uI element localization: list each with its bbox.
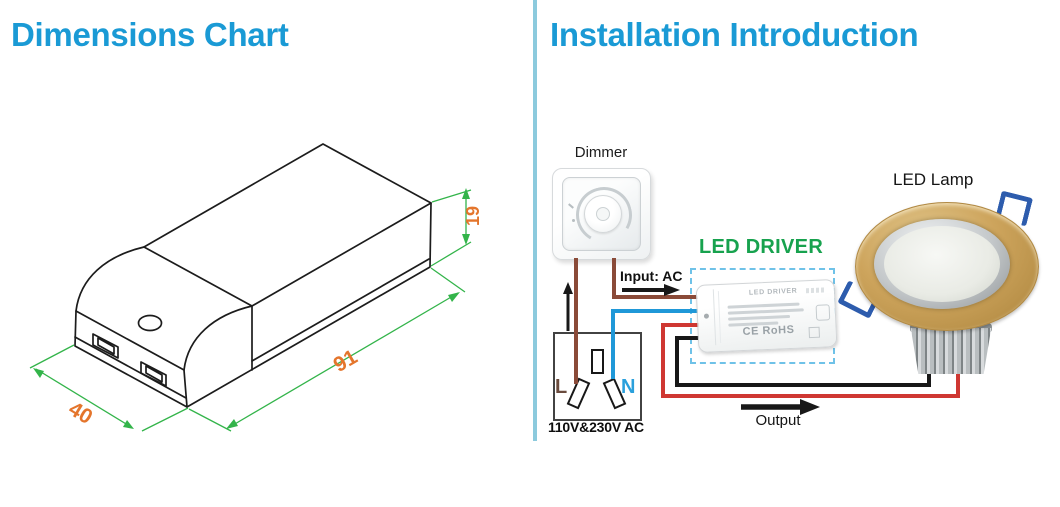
right-panel-title: Installation Introduction (550, 16, 919, 53)
enclosure-front-face-edges (75, 310, 188, 408)
panel-separator (533, 0, 537, 441)
dim-width-extensions (29, 344, 189, 432)
driver-print-title: LED DRIVER (748, 287, 798, 297)
enclosure-slot-1 (92, 333, 119, 359)
socket-voltage-label: 110V&230V AC (548, 419, 644, 435)
input-arrow-head (664, 284, 680, 296)
led-driver-unit: LED DRIVER CE RoHS (695, 279, 838, 353)
dimmer-dot (572, 219, 575, 222)
enclosure-top-edges (143, 202, 432, 307)
enclosure-silhouette (74, 143, 432, 408)
lamp-heatsink-fins (910, 328, 992, 374)
dim-length-line (227, 292, 459, 429)
dim-width-line (35, 368, 132, 428)
up-arrow-head (563, 282, 573, 294)
enclosure-button (137, 314, 163, 332)
dimmer-switch (552, 168, 651, 260)
dim-length-value: 91 (330, 345, 362, 377)
led-lamp (837, 190, 1052, 378)
driver-cert-box (808, 326, 820, 339)
dimension-lines (29, 189, 472, 432)
dim-height-value: 19 (463, 206, 483, 226)
lamp-lens (884, 226, 1000, 302)
dimmer-knob (584, 195, 622, 233)
enclosure-right-seam (251, 258, 430, 362)
socket-live-slot (566, 377, 591, 410)
led-lamp-label: LED Lamp (893, 170, 974, 189)
driver-brand-mark (805, 287, 827, 294)
driver-cert-mark: CE RoHS (742, 323, 795, 339)
input-ac-label: Input: AC (620, 268, 683, 284)
driver-screw (703, 313, 710, 319)
dimmer-plate (562, 177, 641, 251)
dimension-arrowheads (33, 188, 470, 429)
dim-width-value: 40 (65, 397, 97, 429)
left-panel-title: Dimensions Chart (11, 16, 289, 53)
enclosure-slot-2 (140, 361, 167, 387)
power-socket: L N (553, 332, 642, 421)
dimmer-tick (568, 203, 574, 209)
enclosure-front-seam (74, 336, 187, 399)
driver-spec-line (728, 314, 791, 321)
socket-earth-slot (591, 349, 604, 374)
enclosure-drawing (74, 143, 432, 408)
dim-length-extensions (188, 267, 466, 432)
dimmer-label: Dimmer (574, 144, 628, 161)
enclosure-front-slope-curve (183, 305, 253, 371)
driver-spec-line (727, 308, 804, 315)
driver-end-cap-line (712, 289, 717, 346)
dim-height-extensions (430, 189, 472, 267)
driver-end-cap-line (717, 291, 722, 344)
output-label: Output (755, 412, 801, 429)
driver-logo (815, 304, 831, 321)
socket-live-label: L (555, 376, 568, 398)
driver-spec-line (727, 302, 800, 309)
socket-neutral-label: N (621, 376, 636, 398)
led-driver-label: LED DRIVER (698, 236, 824, 258)
dimmer-knob-center (596, 207, 610, 221)
